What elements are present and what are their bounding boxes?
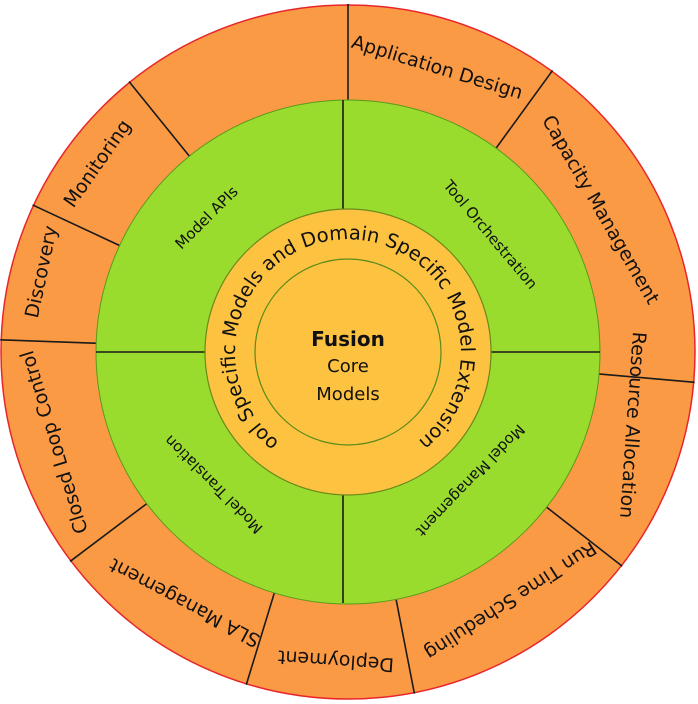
core-line-2: Models	[316, 384, 379, 405]
core-line-1: Core	[327, 356, 369, 377]
outer-dividers	[0, 4, 695, 694]
middle-dividers	[96, 100, 600, 603]
outer-divider-line	[494, 69, 554, 151]
outer-divider-line	[544, 505, 623, 567]
outer-divider-line	[128, 81, 192, 159]
outer-divider-line	[596, 372, 695, 384]
outer-divider-line	[69, 501, 149, 563]
core-circle	[254, 258, 442, 446]
outer-divider-line	[394, 597, 416, 694]
outer-divider-line	[0, 339, 99, 345]
outer-divider-line	[32, 204, 122, 248]
core-title: Fusion	[311, 327, 385, 351]
outer-divider-line	[245, 590, 276, 686]
